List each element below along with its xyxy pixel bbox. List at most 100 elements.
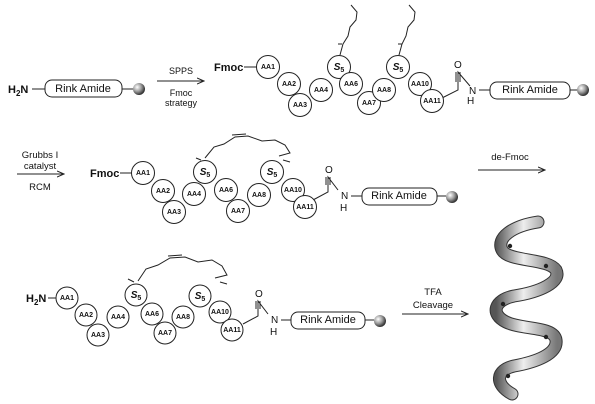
amide-n: N <box>271 315 278 326</box>
residue-label: S5 <box>195 291 206 303</box>
carbonyl-o: O <box>454 60 462 71</box>
residue-circle <box>131 161 155 185</box>
residue-label: AA1 <box>60 295 74 302</box>
residue-circle <box>106 305 130 329</box>
fmoc-label: Fmoc <box>214 62 243 74</box>
residue-circle <box>162 200 186 224</box>
residue-label: AA8 <box>377 87 391 94</box>
residue-circle <box>327 55 351 79</box>
resin-bead <box>374 315 386 327</box>
helix-dot <box>500 301 506 307</box>
residue-label: AA2 <box>79 312 93 319</box>
residue-label: AA8 <box>252 192 266 199</box>
residue-label: AA4 <box>111 314 125 321</box>
de-fmoc-label: de-Fmoc <box>491 152 529 163</box>
residue-label: AA7 <box>362 100 376 107</box>
residue-circle <box>86 323 110 347</box>
residue-label: AA6 <box>344 81 358 88</box>
rink-amide-label: Rink Amide <box>300 314 356 326</box>
residue-circle <box>226 199 250 223</box>
residue-label: AA11 <box>296 204 314 211</box>
amide-h: H <box>467 96 474 107</box>
fmoc-label: Fmoc <box>90 168 119 180</box>
residue-label: AA10 <box>211 309 229 316</box>
residue-circle <box>193 160 217 184</box>
amide-h: H <box>340 203 347 214</box>
residue-label: S5 <box>200 167 211 179</box>
h2n-label: H2N <box>8 84 28 98</box>
stapled-helix-ribbon <box>489 215 564 401</box>
residue-circle <box>256 55 280 79</box>
spps-label: SPPS <box>169 66 193 76</box>
helix-dot <box>543 263 549 269</box>
residue-label: AA1 <box>136 170 150 177</box>
residue-circle <box>188 284 212 308</box>
residue-circle <box>220 318 244 342</box>
residue-circle <box>277 72 301 96</box>
amide-n: N <box>469 86 476 97</box>
stage3-peptide: Fmoc O N H Rink Amide AA1AA2AA3AA4S5AA6A… <box>90 133 458 224</box>
grubbs-label: Grubbs I <box>22 150 58 161</box>
residue-label: AA7 <box>158 330 172 337</box>
residue-label: AA2 <box>282 81 296 88</box>
residue-circle <box>214 178 238 202</box>
residue-label: AA11 <box>423 98 441 105</box>
residue-circle <box>182 182 206 206</box>
hydrocarbon-staple <box>137 256 228 282</box>
residue-circle <box>288 93 312 117</box>
rcm-label: RCM <box>29 182 51 193</box>
residue-label: AA11 <box>223 327 241 334</box>
residue-label: AA6 <box>145 311 159 318</box>
residue-circle <box>372 78 396 102</box>
residue-circle <box>247 183 271 207</box>
residue-circle <box>386 55 410 79</box>
residue-circle <box>124 283 148 307</box>
residue-circle <box>74 303 98 327</box>
residue-label: AA3 <box>167 209 181 216</box>
rink-amide-label: Rink Amide <box>55 83 111 95</box>
residue-label: S5 <box>267 167 278 179</box>
residue-label: AA8 <box>176 314 190 321</box>
residue-label: AA3 <box>91 332 105 339</box>
residue-circle <box>281 178 305 202</box>
residue-label: AA10 <box>411 81 429 88</box>
residue-label: AA1 <box>261 64 275 71</box>
residue-circle <box>293 195 317 219</box>
step2-arrow: Grubbs I catalyst RCM <box>17 150 64 193</box>
carbonyl-o: O <box>325 165 333 176</box>
cleavage-label: Cleavage <box>413 300 453 311</box>
residue-label: S5 <box>131 290 142 302</box>
resin-bead <box>133 83 145 95</box>
residue-label: AA10 <box>284 187 302 194</box>
residue-circle <box>151 179 175 203</box>
step1-arrow: SPPS Fmoc strategy <box>157 66 204 108</box>
h2n-label: H2N <box>26 293 46 307</box>
helix-dot <box>507 243 513 249</box>
stage4-peptide: H2N O N H Rink Amide AA1AA2AA3AA4S5AA6AA… <box>26 254 386 347</box>
hydrocarbon-staple <box>204 135 291 159</box>
amide-n: N <box>341 191 348 202</box>
carbonyl-o: O <box>255 289 263 300</box>
olefin-sidechain-2 <box>398 4 416 56</box>
fmoc-strategy-label-2: strategy <box>165 98 198 108</box>
residue-circle <box>55 286 79 310</box>
residue-circle <box>408 72 432 96</box>
step4-arrow: TFA Cleavage <box>402 287 468 314</box>
helix-dot <box>505 373 511 379</box>
helix-dot <box>543 334 549 340</box>
olefin-sidechain-1 <box>339 4 358 56</box>
residue-label: AA7 <box>231 208 245 215</box>
amide-h: H <box>270 327 277 338</box>
residue-label: AA4 <box>314 87 328 94</box>
residue-circle <box>309 78 333 102</box>
residue-circle <box>339 72 363 96</box>
fmoc-strategy-label-1: Fmoc <box>170 88 193 98</box>
residue-circle <box>171 305 195 329</box>
resin-bead <box>577 84 589 96</box>
residue-circle <box>153 321 177 345</box>
residue-circle <box>420 89 444 113</box>
residue-label: S5 <box>393 62 404 74</box>
catalyst-label: catalyst <box>24 161 57 172</box>
